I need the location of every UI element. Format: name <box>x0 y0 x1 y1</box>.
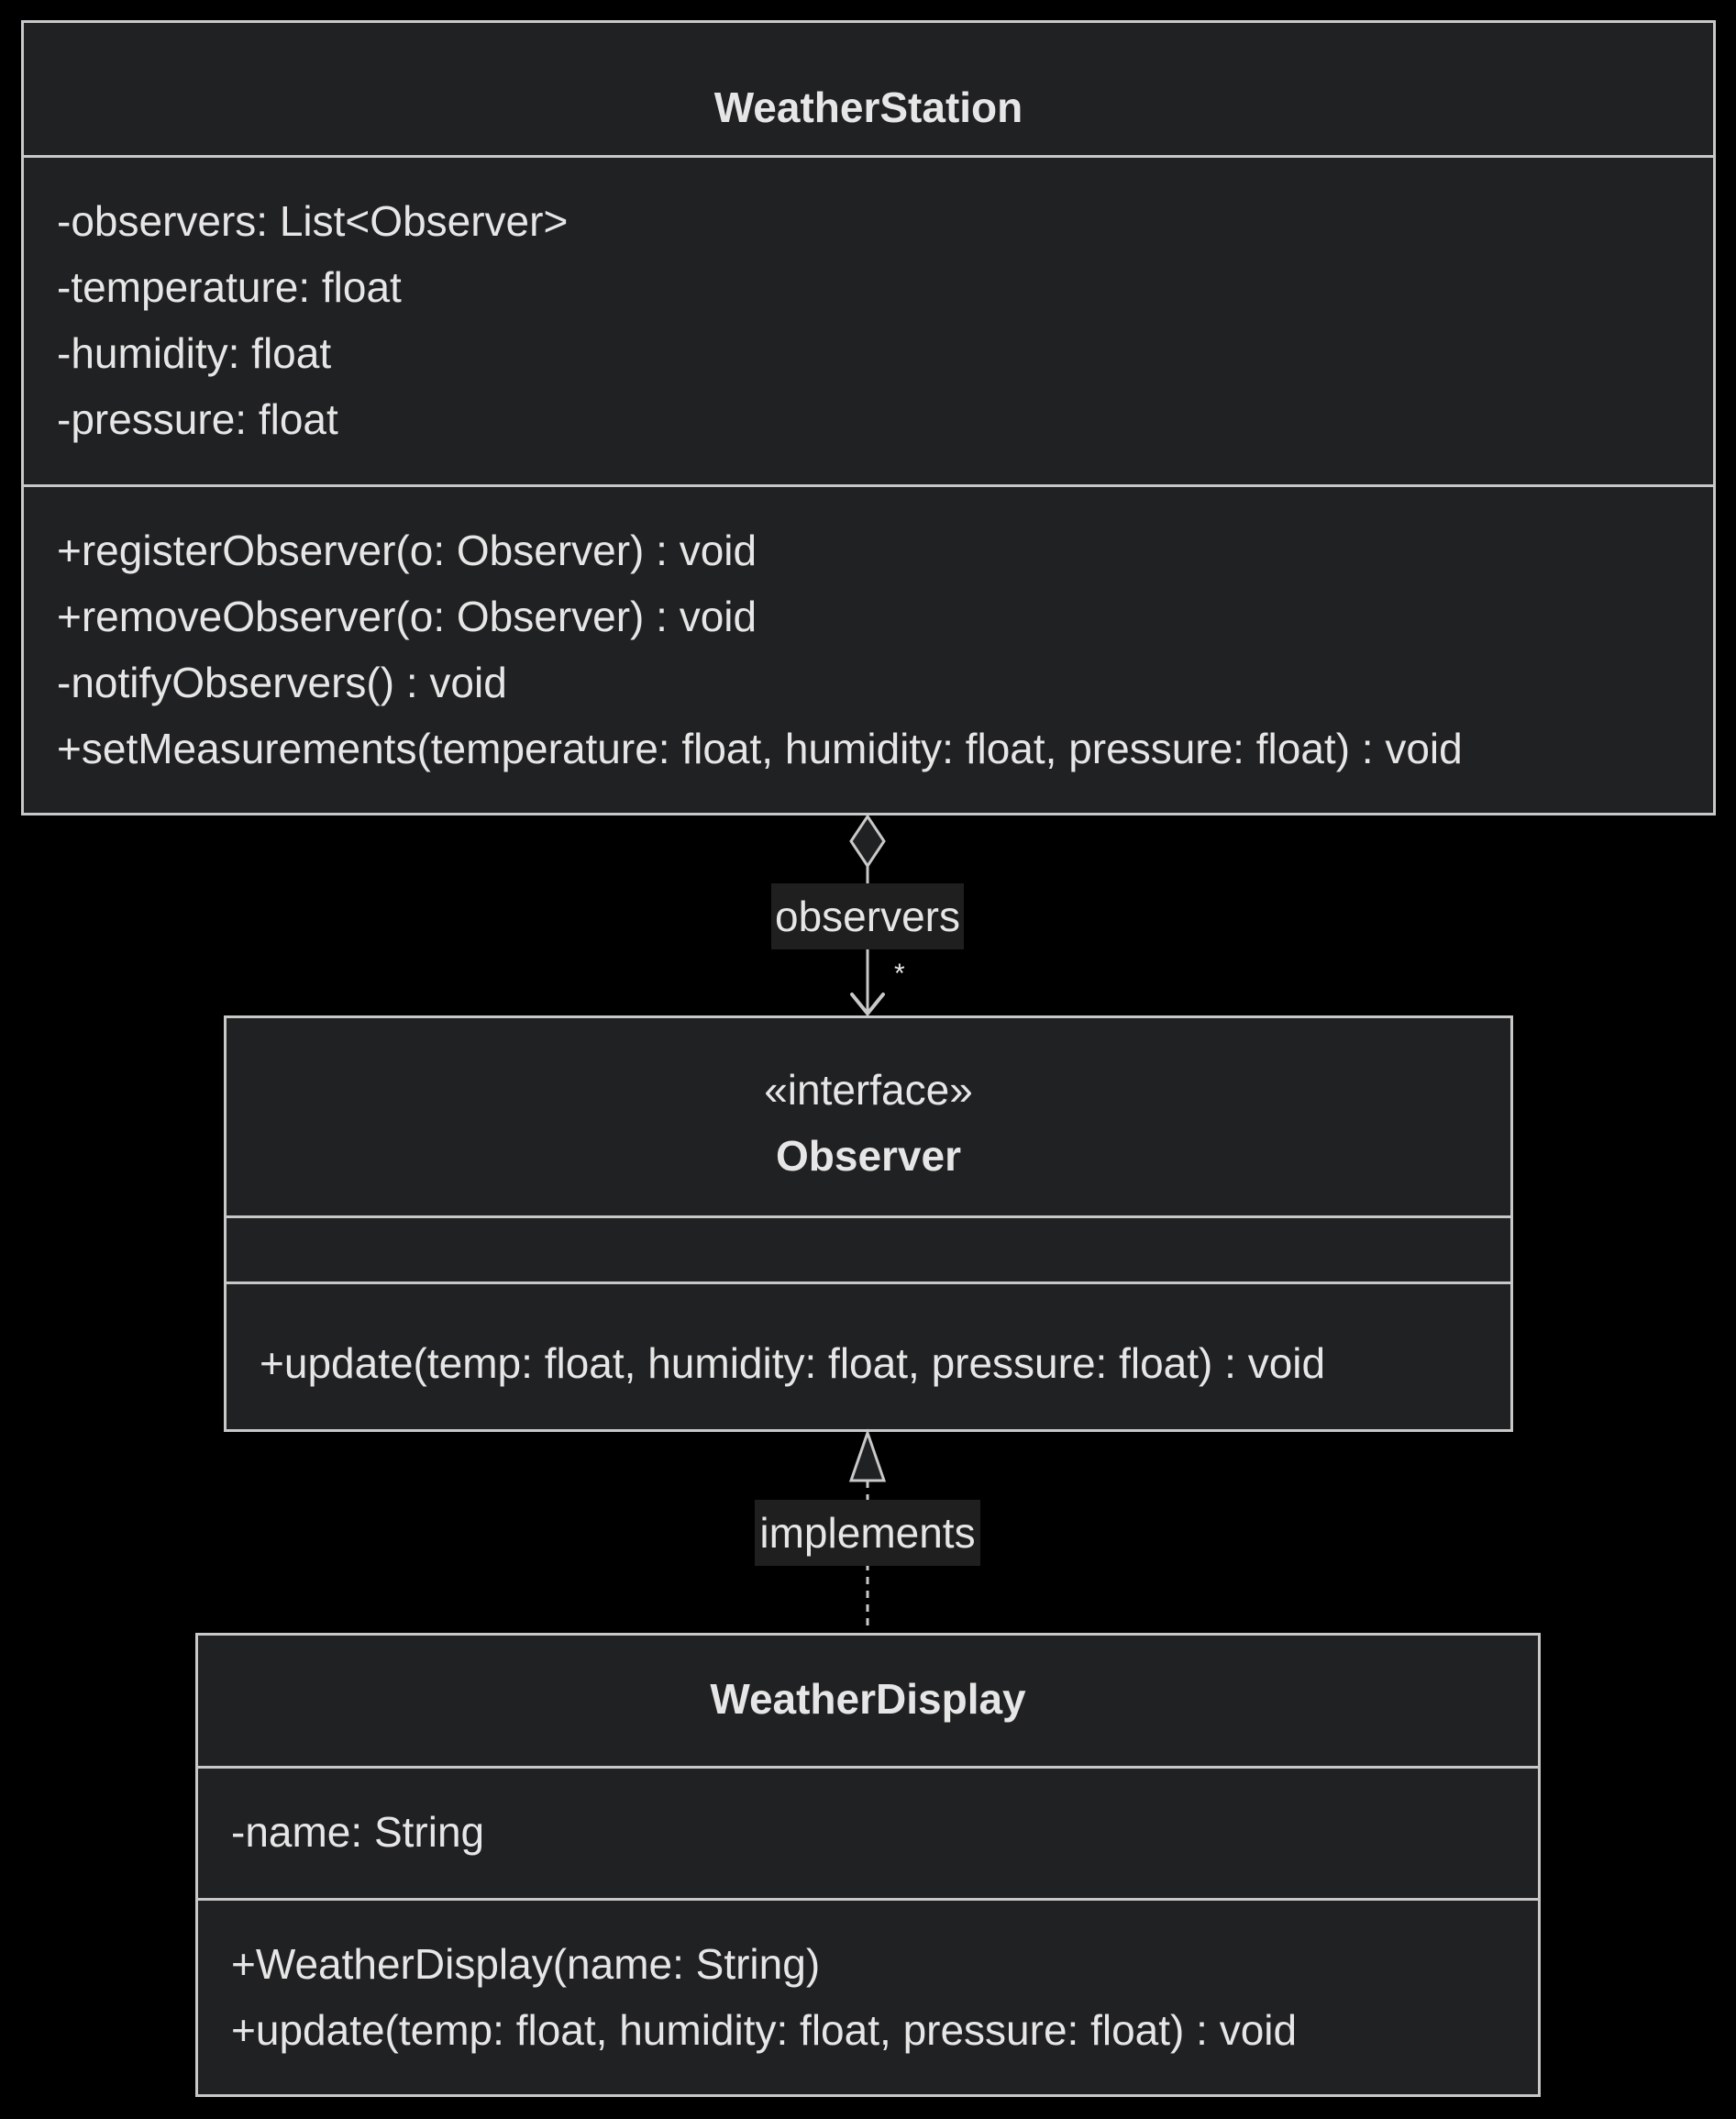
stereotype-label: «interface» <box>764 1066 973 1114</box>
aggregation-diamond <box>849 814 886 869</box>
attribute: -name: String <box>231 1808 485 1856</box>
attribute: -humidity: float <box>57 329 332 377</box>
class-weatherdisplay: WeatherDisplay -name: String +WeatherDis… <box>195 1633 1541 2097</box>
divider <box>24 484 1713 487</box>
class-name-weatherstation: WeatherStation <box>713 83 1023 131</box>
attribute: -observers: List<Observer> <box>57 197 569 245</box>
multiplicity-label: * <box>894 959 905 989</box>
class-observer: «interface» Observer +update(temp: float… <box>224 1015 1513 1432</box>
class-name-observer: Observer <box>775 1132 961 1180</box>
aggregation-arrowhead <box>850 993 885 1017</box>
attribute: -temperature: float <box>57 263 402 311</box>
method: +WeatherDisplay(name: String) <box>231 1940 821 1988</box>
method: +registerObserver(o: Observer) : void <box>57 527 757 574</box>
method: -notifyObservers() : void <box>57 659 507 706</box>
aggregation-label: observers <box>771 883 964 949</box>
realization-label: implements <box>755 1500 980 1566</box>
method: +update(temp: float, humidity: float, pr… <box>260 1339 1326 1387</box>
realization-triangle <box>848 1428 887 1482</box>
divider <box>227 1281 1510 1284</box>
class-weatherstation: WeatherStation -observers: List<Observer… <box>21 20 1716 815</box>
divider <box>198 1898 1538 1901</box>
divider <box>227 1215 1510 1218</box>
method: +update(temp: float, humidity: float, pr… <box>231 2006 1298 2054</box>
divider <box>24 155 1713 158</box>
attribute: -pressure: float <box>57 395 338 443</box>
method: +removeObserver(o: Observer) : void <box>57 593 757 640</box>
method: +setMeasurements(temperature: float, hum… <box>57 725 1463 772</box>
class-name-weatherdisplay: WeatherDisplay <box>710 1675 1026 1723</box>
divider <box>198 1766 1538 1769</box>
